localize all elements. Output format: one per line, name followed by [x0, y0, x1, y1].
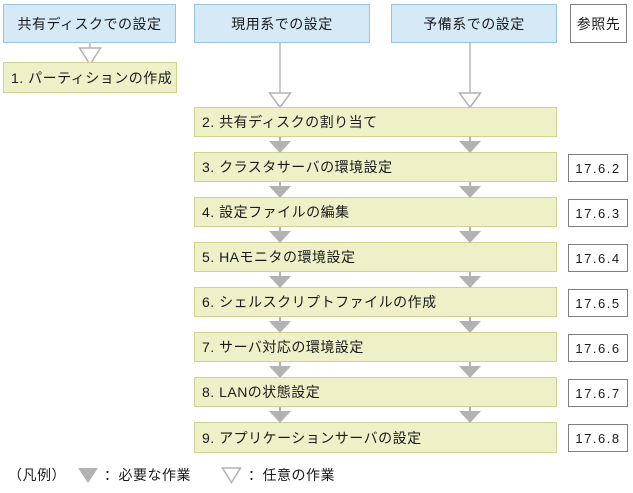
reference-box: 17.6.3 — [568, 199, 628, 227]
reference-box: 17.6.7 — [568, 379, 628, 407]
step-9-label: 9. アプリケーションサーバの設定 — [202, 429, 422, 446]
required-arrow-icon — [269, 362, 291, 378]
step-box-9: 9. アプリケーションサーバの設定 — [194, 422, 557, 453]
optional-arrow-icon — [268, 92, 292, 109]
optional-arrow-icon — [458, 92, 482, 109]
legend-optional-arrow-icon — [221, 466, 242, 484]
legend-required-arrow-icon — [78, 467, 98, 483]
legend: （凡例） ：必要な作業 ：任意の作業 — [8, 464, 335, 486]
reference-box: 17.6.6 — [568, 334, 628, 362]
header-active-system-label: 現用系での設定 — [231, 15, 333, 32]
step-box-3: 3. クラスタサーバの環境設定 — [194, 152, 557, 182]
step-2-label: 2. 共有ディスクの割り当て — [202, 114, 378, 130]
header-standby-system: 予備系での設定 — [391, 4, 557, 43]
required-arrow-icon — [269, 137, 291, 153]
step-box-4: 4. 設定ファイルの編集 — [194, 197, 557, 227]
legend-title: （凡例） — [8, 467, 66, 483]
required-arrow-icon — [459, 272, 481, 288]
required-arrow-icon — [269, 182, 291, 198]
reference-box: 17.6.8 — [568, 424, 628, 452]
optional-arrow-icon — [78, 47, 102, 66]
header-reference-label: 参照先 — [576, 15, 621, 32]
required-arrow-icon — [459, 182, 481, 198]
step-5-label: 5. HAモニタの環境設定 — [202, 249, 356, 265]
header-standby-system-label: 予備系での設定 — [423, 15, 525, 32]
required-arrow-icon — [459, 137, 481, 153]
required-arrow-icon — [269, 227, 291, 243]
connector-line — [469, 43, 471, 93]
step-1-label: 1. パーティションの作成 — [11, 69, 173, 86]
reference-label: 17.6.3 — [575, 205, 621, 221]
required-arrow-icon — [269, 407, 291, 423]
connector-line — [279, 43, 281, 93]
step-4-label: 4. 設定ファイルの編集 — [202, 204, 350, 220]
step-6-label: 6. シェルスクリプトファイルの作成 — [202, 294, 437, 310]
legend-optional-label: ：任意の作業 — [248, 467, 335, 483]
required-arrow-icon — [459, 362, 481, 378]
reference-label: 17.6.5 — [575, 295, 621, 311]
header-shared-disk-label: 共有ディスクでの設定 — [17, 15, 162, 32]
reference-label: 17.6.4 — [575, 250, 621, 266]
required-arrow-icon — [269, 272, 291, 288]
header-active-system: 現用系での設定 — [194, 4, 370, 43]
legend-required-label: ：必要な作業 — [104, 467, 191, 483]
step-7-label: 7. サーバ対応の環境設定 — [202, 339, 364, 355]
reference-label: 17.6.6 — [575, 340, 621, 356]
step-box-1: 1. パーティションの作成 — [3, 62, 177, 93]
reference-label: 17.6.2 — [575, 160, 621, 176]
required-arrow-icon — [459, 317, 481, 333]
reference-box: 17.6.2 — [568, 154, 628, 182]
connector-line — [89, 42, 91, 48]
step-box-7: 7. サーバ対応の環境設定 — [194, 332, 557, 362]
reference-box: 17.6.4 — [568, 244, 628, 272]
reference-box: 17.6.5 — [568, 289, 628, 317]
required-arrow-icon — [459, 407, 481, 423]
required-arrow-icon — [459, 227, 481, 243]
step-box-8: 8. LANの状態設定 — [194, 377, 557, 407]
step-box-6: 6. シェルスクリプトファイルの作成 — [194, 287, 557, 317]
step-box-2: 2. 共有ディスクの割り当て — [194, 107, 557, 137]
required-arrow-icon — [269, 317, 291, 333]
step-box-5: 5. HAモニタの環境設定 — [194, 242, 557, 272]
header-shared-disk: 共有ディスクでの設定 — [3, 4, 176, 43]
step-8-label: 8. LANの状態設定 — [202, 384, 321, 400]
reference-label: 17.6.7 — [575, 385, 621, 401]
header-reference: 参照先 — [570, 4, 627, 43]
reference-label: 17.6.8 — [575, 430, 621, 446]
step-3-label: 3. クラスタサーバの環境設定 — [202, 159, 393, 175]
